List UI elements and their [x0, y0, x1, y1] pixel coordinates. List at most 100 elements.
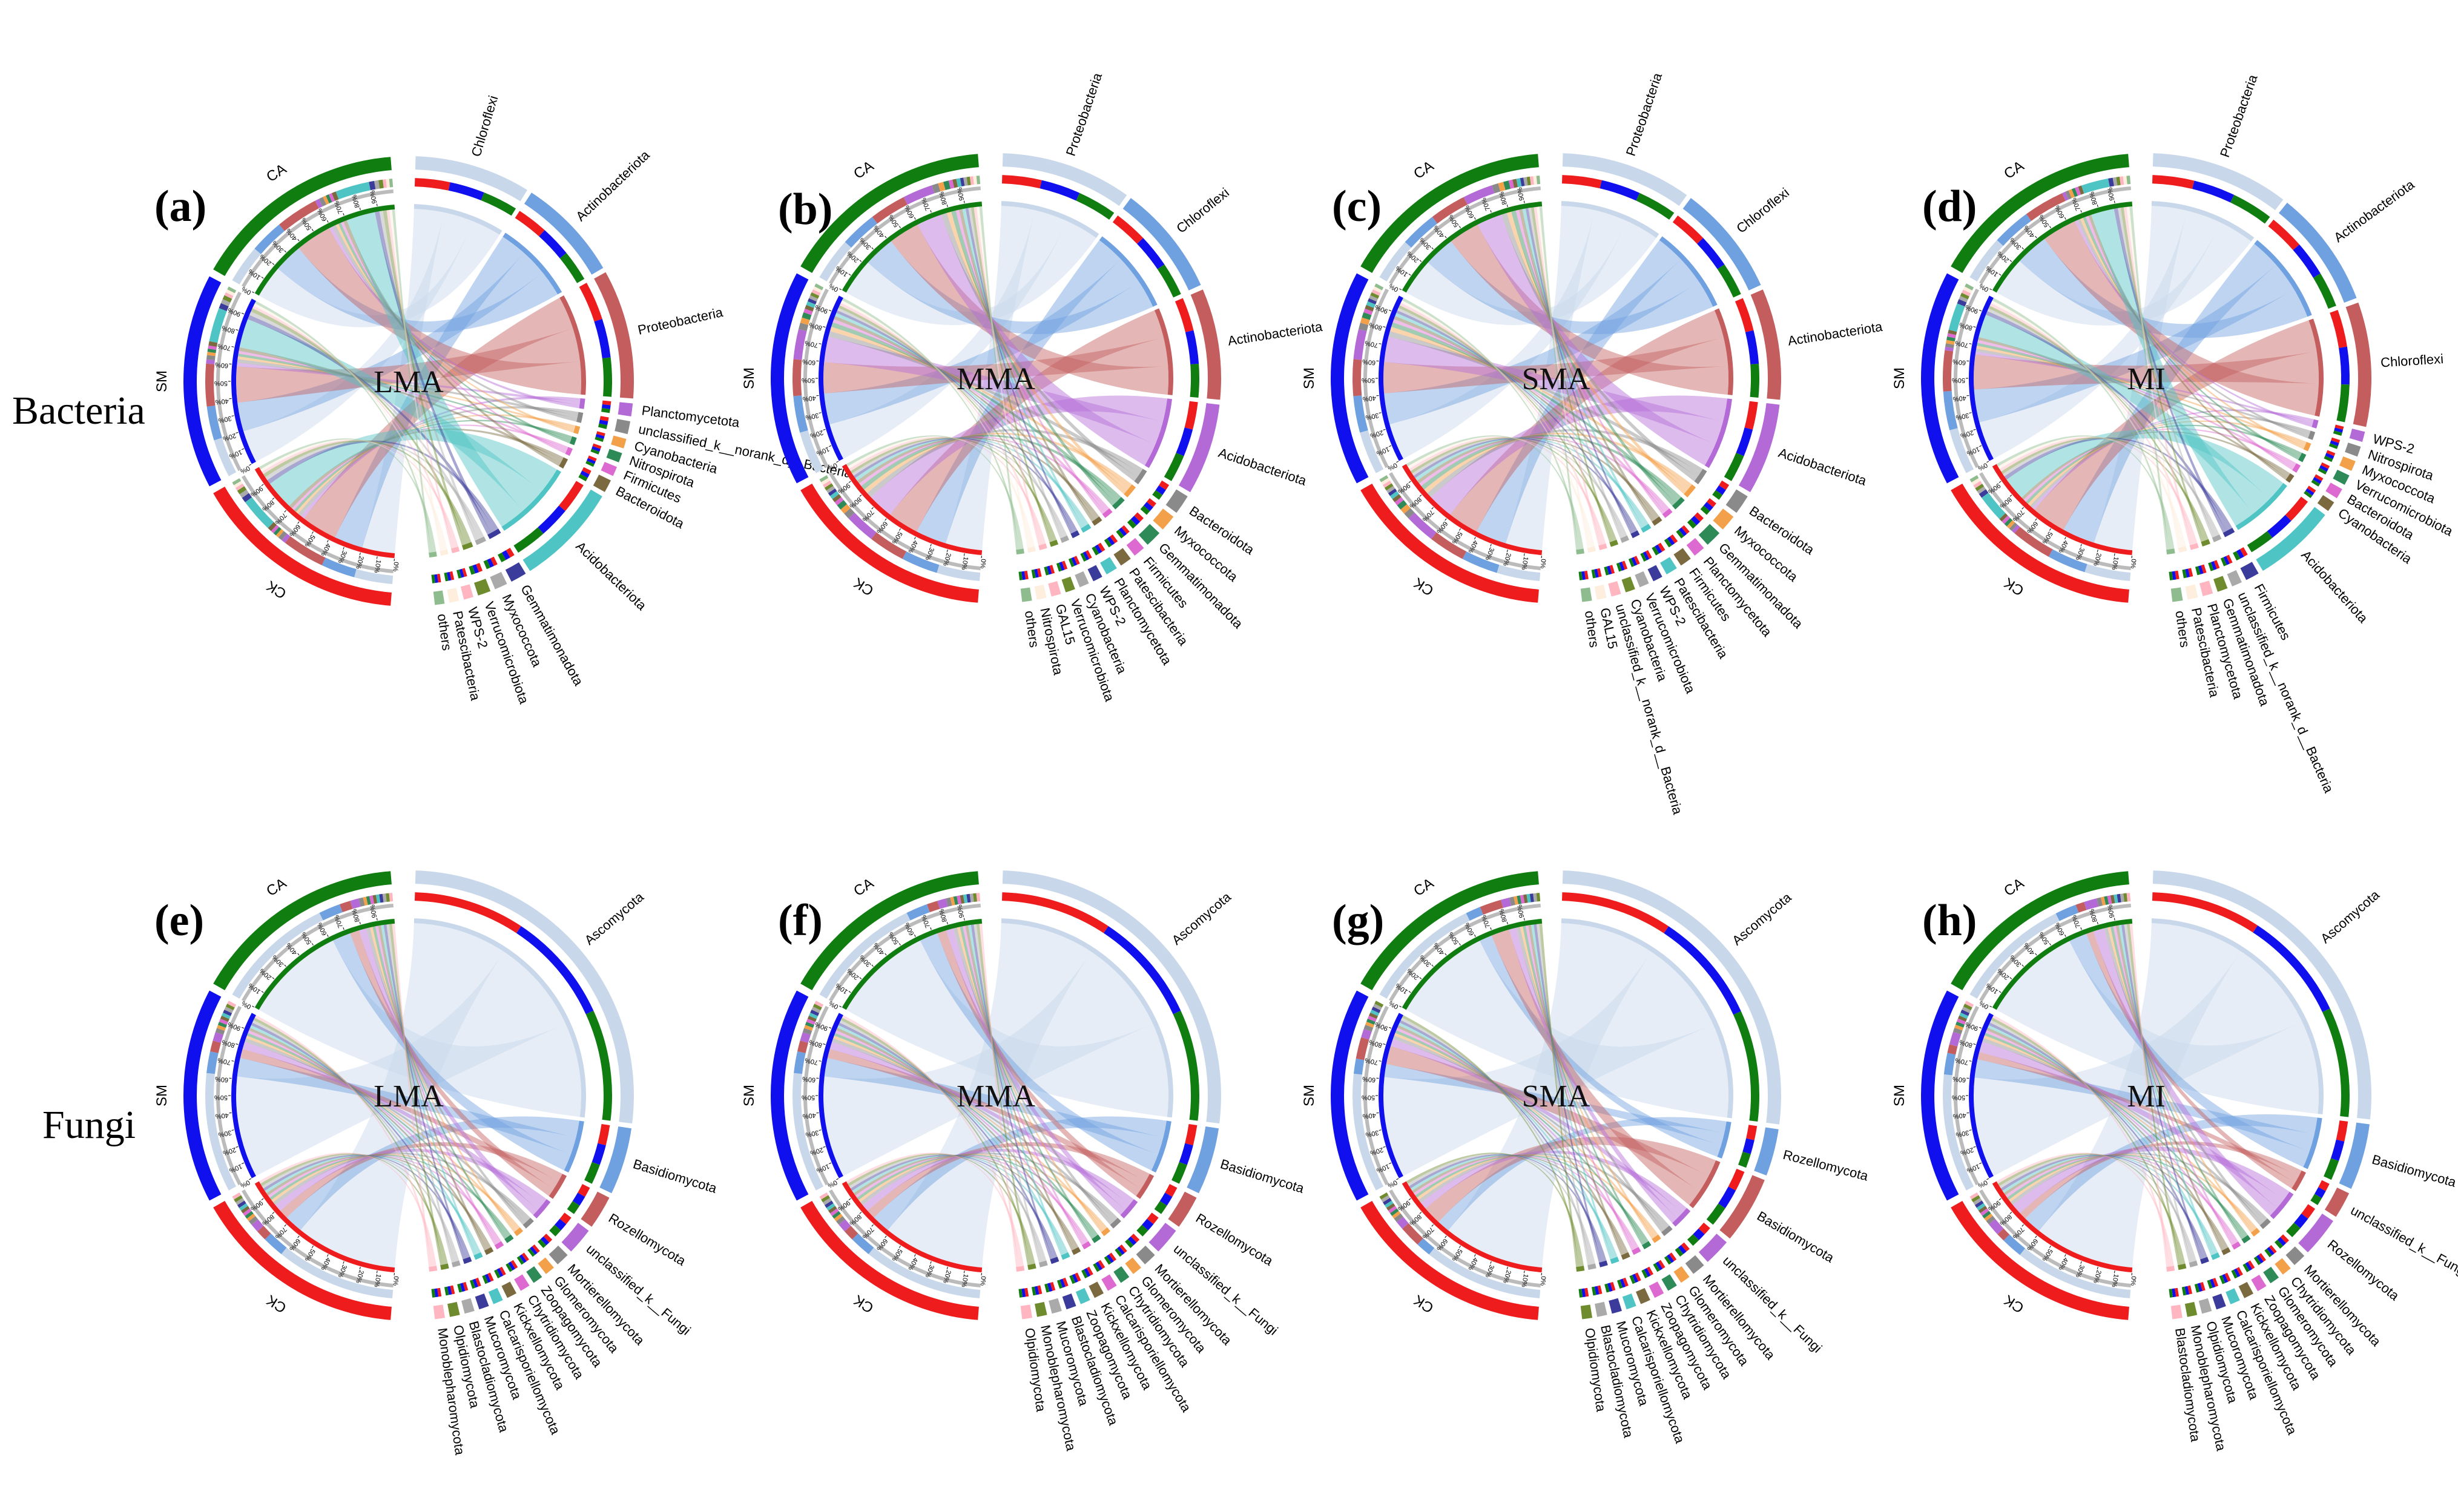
group-composition-segment: [379, 893, 384, 903]
chord-ribbon: [2091, 209, 2253, 526]
taxon-composition-segment: [2187, 1285, 2193, 1295]
tick-label: 0%: [239, 464, 251, 475]
group-composition-segment: [1462, 551, 1500, 573]
taxon-composition-segment: [2293, 244, 2321, 278]
tick-label: 10%: [2110, 1274, 2120, 1288]
taxon-composition-segment: [1742, 1138, 1755, 1154]
group-composition-segment: [903, 185, 935, 205]
taxon-composition-segment: [1658, 542, 1666, 552]
tick-label: 60%: [1952, 1075, 1966, 1083]
taxon-arc-inner: [1081, 1241, 1092, 1250]
group-composition-segment: [1503, 180, 1511, 190]
taxon-composition-segment: [448, 182, 484, 201]
chord-ribbon: [286, 1116, 579, 1231]
taxon-arc-outer: [1660, 557, 1677, 574]
taxon-arc-inner: [2235, 482, 2287, 530]
taxon-arc-outer: [2226, 1288, 2240, 1304]
group-composition-segment: [2101, 896, 2106, 906]
chord-ribbon: [237, 363, 581, 405]
taxon-arc-outer: [1635, 1287, 1650, 1304]
group-composition-segment: [210, 1040, 221, 1053]
taxon-composition-segment: [510, 1260, 518, 1269]
taxon-composition-segment: [1643, 551, 1650, 560]
chord-ribbon: [888, 923, 1092, 1268]
group-composition-segment: [234, 1195, 243, 1203]
group-composition-segment: [222, 1012, 231, 1019]
taxon-composition-segment: [1697, 238, 1725, 269]
taxon-arc-outer: [475, 1293, 489, 1310]
taxon-composition-segment: [1155, 485, 1166, 495]
taxon-composition-segment: [2294, 1214, 2308, 1229]
taxon-arc-inner: [2292, 463, 2301, 473]
row-label-fungi: Fungi: [42, 1103, 136, 1147]
taxon-composition-segment: [2322, 1008, 2350, 1117]
group-composition-segment: [809, 1012, 818, 1019]
chord-ribbon: [1477, 214, 1716, 466]
taxon-arc-outer: [549, 1245, 568, 1264]
tick-mark: [848, 274, 851, 276]
taxon-composition-segment: [2230, 194, 2270, 224]
tick-label: 90%: [369, 904, 378, 918]
group-composition-segment: [2084, 898, 2099, 910]
tick-mark: [2049, 1245, 2051, 1248]
taxon-arc-inner: [2201, 539, 2210, 547]
taxon-composition-segment: [591, 446, 601, 452]
taxon-arc-outer: [1061, 576, 1075, 593]
group-composition-segment: [1517, 895, 1522, 905]
group-composition-segment: [383, 179, 387, 188]
group-composition-segment: [950, 896, 955, 906]
group-label: CA: [263, 875, 289, 900]
taxon-composition-segment: [1687, 1234, 1699, 1246]
group-composition-segment: [2068, 189, 2075, 199]
taxon-composition-segment: [1594, 1286, 1600, 1295]
group-composition-segment: [2003, 1234, 2026, 1255]
taxon-arc-inner: [1027, 1263, 1036, 1270]
chord-ribbon: [1413, 438, 1638, 532]
group-composition-segment: [1389, 491, 1399, 499]
taxon-composition-segment: [549, 1224, 561, 1237]
group-composition-segment: [832, 1211, 841, 1219]
taxon-composition-segment: [2245, 1261, 2253, 1271]
tick-label: 0%: [1388, 999, 1400, 1010]
taxon-composition-segment: [601, 408, 610, 413]
tick-mark: [343, 547, 344, 550]
tick-label: 0%: [392, 562, 400, 572]
group-composition-segment: [1965, 283, 1974, 291]
chord-ribbon: [362, 209, 444, 554]
group-arc-inner: [231, 1013, 256, 1178]
group-composition-segment: [953, 896, 958, 906]
taxon-composition-segment: [1644, 1267, 1651, 1277]
taxon-arc-inner: [501, 469, 561, 531]
taxon-arc-outer: [2170, 587, 2183, 602]
taxon-composition-segment: [1044, 566, 1049, 576]
chord-ribbon: [1413, 1155, 1639, 1249]
tick-mark: [297, 238, 300, 242]
tick-mark: [859, 260, 862, 262]
group-composition-segment: [2123, 176, 2127, 185]
taxon-composition-segment: [1641, 1269, 1648, 1278]
taxon-composition-segment: [437, 573, 441, 583]
group-composition-segment: [369, 895, 375, 905]
taxon-label: Rozellomycota: [606, 1211, 689, 1269]
taxon-label: Basidiomycota: [1755, 1208, 1837, 1266]
group-composition-segment: [1960, 292, 1969, 300]
tick-mark: [1986, 1178, 1989, 1180]
taxon-composition-segment: [2192, 180, 2235, 203]
taxon-composition-segment: [530, 1246, 538, 1255]
group-arc-outer: [213, 1200, 392, 1320]
taxon-composition-segment: [481, 192, 516, 216]
taxon-composition-segment: [1137, 238, 1165, 269]
group-composition-segment: [273, 527, 282, 536]
chord-ribbon: [1534, 206, 1601, 546]
tick-mark: [1379, 1129, 1382, 1131]
chord-ribbon: [2019, 238, 2308, 338]
group-composition-segment: [227, 286, 237, 294]
taxon-composition-segment: [1719, 480, 1730, 490]
group-composition-segment: [1943, 390, 1958, 430]
group-composition-segment: [1948, 303, 1965, 332]
group-composition-segment: [810, 292, 820, 299]
group-composition-segment: [848, 512, 877, 539]
tick-label: 80%: [1498, 191, 1509, 206]
group-composition-segment: [845, 217, 878, 248]
group-composition-segment: [369, 180, 376, 191]
